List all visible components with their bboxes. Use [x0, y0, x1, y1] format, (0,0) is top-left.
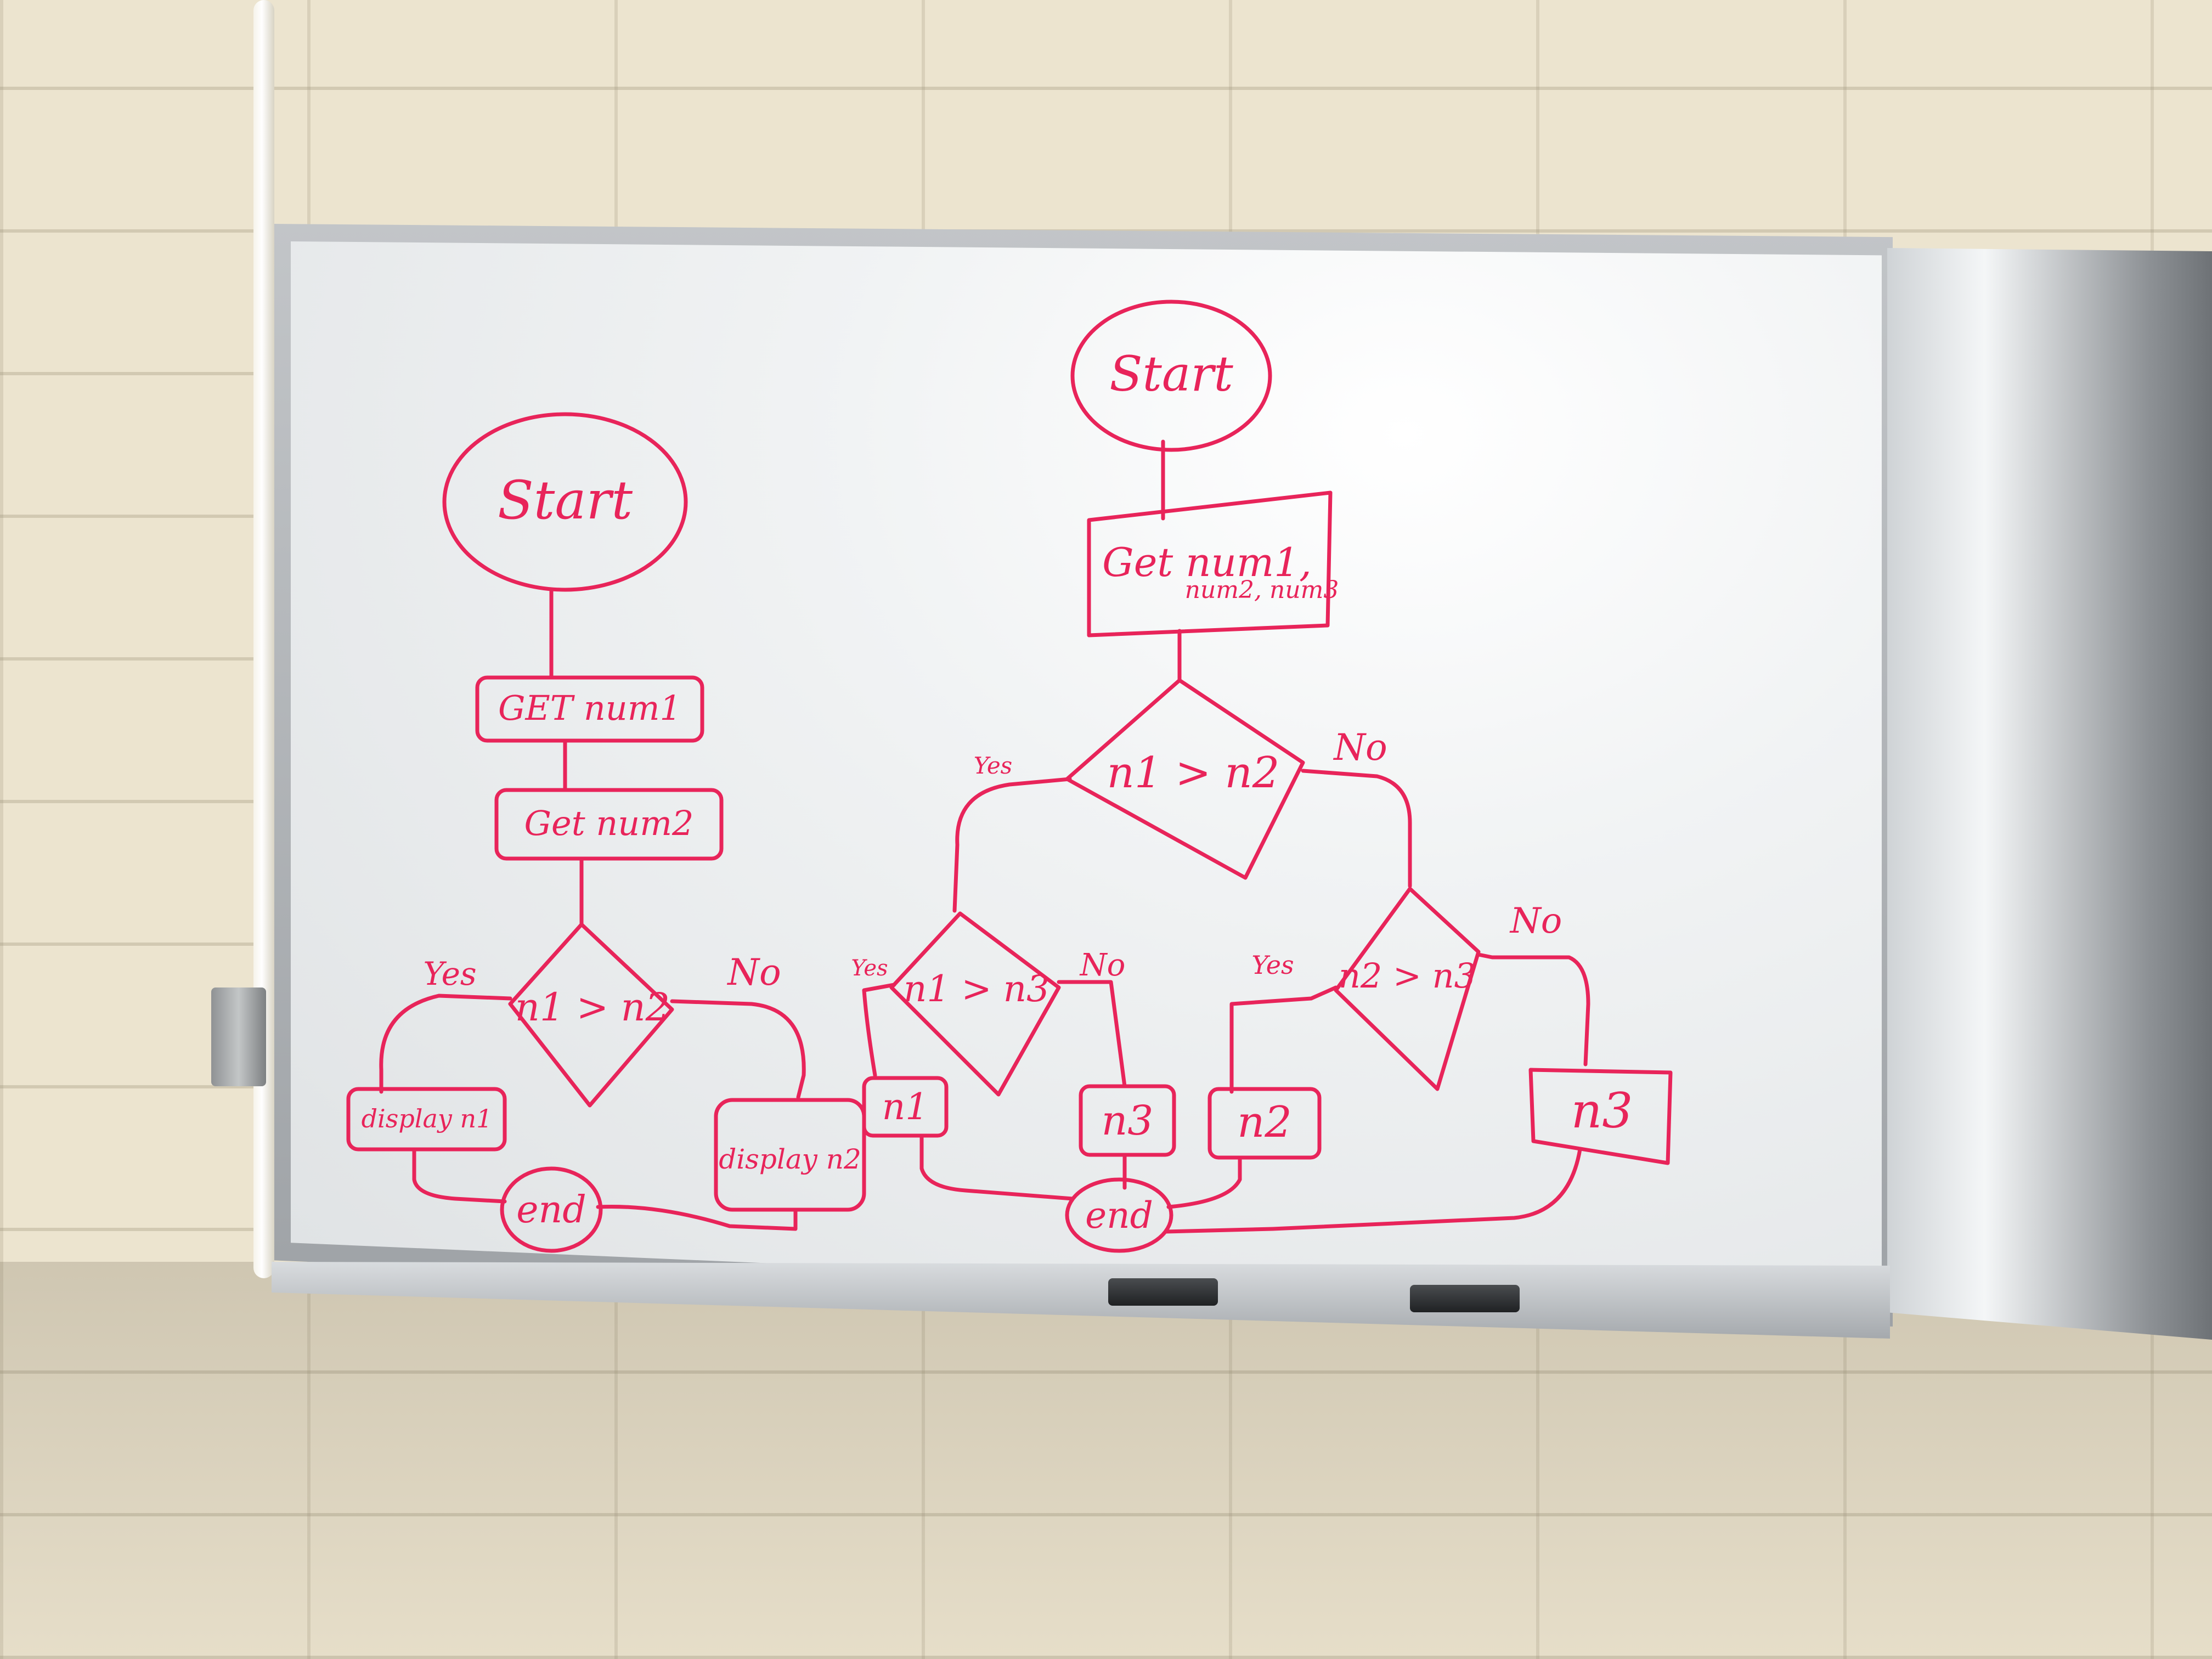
right-left-decision-diamond — [889, 911, 1061, 1097]
right-right-decision-diamond — [1334, 887, 1481, 1091]
right-output-n3-right-label: n3 — [1571, 1082, 1633, 1139]
junction-box — [211, 988, 266, 1086]
left-input1-box — [475, 675, 704, 743]
left-start-terminal — [442, 412, 688, 592]
right-output-n3-left-box — [1079, 1084, 1176, 1157]
left-connector-no-end — [596, 1204, 798, 1231]
whiteboard-surface — [291, 241, 1882, 1311]
left-end-label: end — [516, 1188, 586, 1232]
right-main-decision-label: n1 > n2 — [1107, 748, 1280, 798]
right-output-n1-label: n1 — [882, 1086, 929, 1128]
left-yes-branch — [379, 994, 512, 1094]
left-input2-box — [494, 788, 724, 861]
left-decision-diamond — [508, 922, 674, 1108]
eraser-left[interactable] — [1108, 1278, 1218, 1306]
right-main-decision-diamond — [1065, 678, 1305, 880]
left-no-label: No — [726, 951, 781, 994]
left-output-no-label: display n2 — [719, 1143, 861, 1175]
right-main-no-branch — [1301, 769, 1412, 888]
right-left-decision-label: n1 > n3 — [904, 968, 1049, 1010]
right-left-no-label: No — [1079, 947, 1126, 983]
right-main-yes-label: Yes — [974, 752, 1013, 779]
right-input-label-line2: num2, num3 — [1185, 576, 1339, 604]
right-end-label: end — [1085, 1194, 1153, 1237]
right-connector-n2-end — [1166, 1155, 1242, 1209]
right-right-no-label: No — [1509, 901, 1562, 941]
right-left-yes-label: Yes — [851, 956, 888, 981]
right-output-n2-label: n2 — [1237, 1098, 1292, 1147]
left-end-terminal — [500, 1166, 603, 1253]
right-connector-n1-end — [919, 1133, 1075, 1201]
right-start-terminal — [1070, 300, 1272, 452]
left-output-no-box — [714, 1098, 866, 1212]
right-output-n2-box — [1207, 1087, 1322, 1160]
left-yes-label: Yes — [423, 955, 476, 992]
flowchart-left: Start GET num1 Get num2 n1 > n2 Yes No d… — [346, 412, 866, 1253]
left-start-label: Start — [498, 470, 633, 531]
side-whiteboard-panel — [1887, 248, 2212, 1340]
left-output-yes-box — [346, 1087, 507, 1152]
right-output-n3-left-label: n3 — [1102, 1097, 1154, 1144]
eraser-right[interactable] — [1410, 1285, 1520, 1312]
right-right-yes-label: Yes — [1251, 950, 1294, 980]
flowchart-right: Start Get num1, num2, num3 n1 > n2 Yes N… — [851, 300, 1673, 1253]
left-no-branch — [670, 999, 806, 1099]
right-main-no-label: No — [1333, 726, 1387, 769]
right-main-yes-branch — [952, 777, 1072, 913]
right-connector-n3-right-end — [1164, 1147, 1582, 1234]
left-decision-label: n1 > n2 — [515, 985, 670, 1030]
right-end-terminal — [1065, 1177, 1173, 1253]
right-start-label: Start — [1109, 346, 1233, 402]
right-input-box — [1087, 490, 1333, 637]
right-right-decision-label: n2 > n3 — [1339, 956, 1476, 996]
right-output-n1-box — [862, 1076, 949, 1138]
right-right-no-branch — [1476, 952, 1590, 1066]
right-left-no-branch — [1057, 980, 1127, 1088]
right-left-yes-branch — [862, 983, 896, 1077]
left-connector-yes-end — [412, 1147, 507, 1204]
left-input2-label: Get num2 — [524, 803, 694, 843]
right-output-n3-right-box — [1528, 1068, 1673, 1165]
right-input-label-line1: Get num1, — [1102, 539, 1312, 585]
left-output-yes-label: display n1 — [362, 1104, 493, 1133]
right-right-yes-branch — [1229, 985, 1338, 1094]
left-input1-label: GET num1 — [498, 688, 681, 728]
